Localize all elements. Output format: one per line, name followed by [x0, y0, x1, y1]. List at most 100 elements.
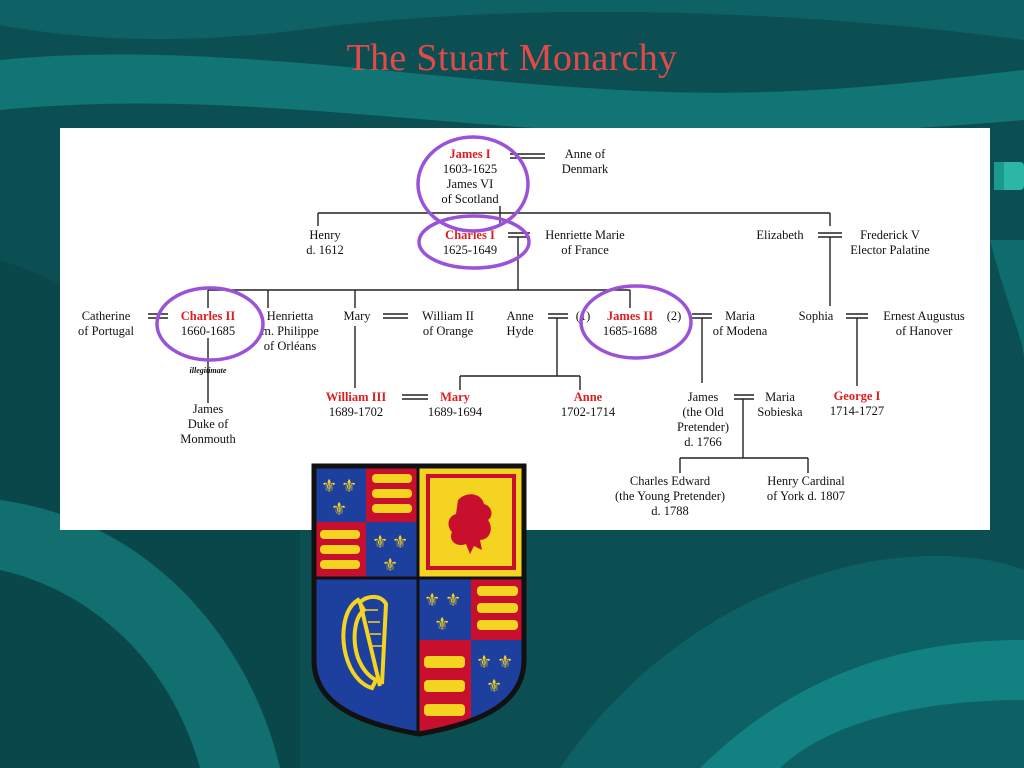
svg-text:⚜: ⚜ — [476, 652, 492, 673]
svg-text:Maria: Maria — [765, 390, 795, 404]
svg-text:1689-1694: 1689-1694 — [428, 405, 483, 419]
svg-text:Henriette Marie: Henriette Marie — [545, 228, 625, 242]
svg-text:of Portugal: of Portugal — [78, 324, 134, 338]
svg-text:illegitimate: illegitimate — [190, 366, 227, 375]
teal-tab-icon — [994, 162, 1024, 190]
highlight-circle-charles-ii — [155, 286, 265, 362]
svg-text:⚜: ⚜ — [445, 590, 461, 611]
node-william-iii: William III 1689-1702 — [326, 390, 387, 419]
highlight-circle-james-ii — [579, 284, 693, 360]
svg-text:William II: William II — [422, 309, 474, 323]
svg-text:William III: William III — [326, 390, 387, 404]
svg-text:⚜: ⚜ — [392, 532, 408, 553]
svg-text:(2): (2) — [667, 309, 682, 323]
svg-text:Maria: Maria — [725, 309, 755, 323]
svg-text:Elizabeth: Elizabeth — [756, 228, 804, 242]
node-henry: Henry d. 1612 — [306, 228, 344, 257]
svg-text:⚜: ⚜ — [486, 676, 502, 697]
svg-text:⚜: ⚜ — [321, 476, 337, 497]
svg-text:of France: of France — [561, 243, 609, 257]
svg-text:Ernest Augustus: Ernest Augustus — [883, 309, 965, 323]
svg-text:James II: James II — [607, 309, 653, 323]
svg-text:d. 1612: d. 1612 — [306, 243, 344, 257]
svg-text:Hyde: Hyde — [506, 324, 534, 338]
svg-text:Anne: Anne — [574, 390, 603, 404]
svg-text:(the Young Pretender): (the Young Pretender) — [615, 489, 725, 503]
node-catherine-of-portugal: Catherine of Portugal — [78, 309, 134, 338]
svg-text:Charles Edward: Charles Edward — [630, 474, 711, 488]
svg-text:m. Philippe: m. Philippe — [261, 324, 319, 338]
svg-text:1714-1727: 1714-1727 — [830, 404, 884, 418]
node-anne-of-denmark: Anne of Denmark — [562, 147, 609, 176]
svg-text:⚜: ⚜ — [331, 499, 347, 520]
svg-text:Mary: Mary — [343, 309, 371, 323]
svg-text:Pretender): Pretender) — [677, 420, 729, 434]
svg-text:⚜: ⚜ — [341, 476, 357, 497]
node-charles-ii: Charles II 1660-1685 — [181, 309, 236, 338]
svg-text:1685-1688: 1685-1688 — [603, 324, 657, 338]
svg-text:George I: George I — [834, 389, 881, 403]
svg-text:of Orléans: of Orléans — [264, 339, 317, 353]
svg-text:James VI: James VI — [447, 177, 494, 191]
node-maria-of-modena: Maria of Modena — [713, 309, 768, 338]
node-duke-of-monmouth: James Duke of Monmouth — [180, 402, 236, 446]
slide-title: The Stuart Monarchy — [346, 37, 678, 79]
svg-text:1603-1625: 1603-1625 — [443, 162, 497, 176]
svg-text:⚜: ⚜ — [424, 590, 440, 611]
svg-text:Duke of: Duke of — [188, 417, 229, 431]
svg-text:Sophia: Sophia — [799, 309, 834, 323]
svg-text:Denmark: Denmark — [562, 162, 609, 176]
svg-text:James: James — [193, 402, 224, 416]
node-sophia: Sophia — [799, 309, 834, 323]
svg-text:d. 1788: d. 1788 — [651, 504, 689, 518]
label-illegitimate: illegitimate — [190, 366, 227, 375]
svg-text:Sobieska: Sobieska — [757, 405, 803, 419]
svg-text:of Scotland: of Scotland — [441, 192, 499, 206]
svg-text:1689-1702: 1689-1702 — [329, 405, 383, 419]
node-mary-ii: Mary 1689-1694 — [428, 390, 483, 419]
svg-text:James I: James I — [449, 147, 490, 161]
svg-text:⚜: ⚜ — [382, 555, 398, 576]
svg-text:Monmouth: Monmouth — [180, 432, 236, 446]
node-james-ii: James II 1685-1688 (2) — [603, 309, 681, 338]
node-frederick-v: Frederick V Elector Palatine — [850, 228, 930, 257]
svg-text:of Modena: of Modena — [713, 324, 768, 338]
node-queen-anne: Anne 1702-1714 — [561, 390, 616, 419]
svg-text:James: James — [688, 390, 719, 404]
stuart-family-tree: James I 1603-1625 James VI of Scotland A… — [78, 135, 965, 518]
node-young-pretender: Charles Edward (the Young Pretender) d. … — [615, 474, 725, 518]
svg-text:Anne of: Anne of — [565, 147, 606, 161]
node-henrietta: Henrietta m. Philippe of Orléans — [261, 309, 319, 353]
svg-text:Catherine: Catherine — [82, 309, 131, 323]
svg-text:1660-1685: 1660-1685 — [181, 324, 235, 338]
node-elizabeth: Elizabeth — [756, 228, 804, 242]
node-mary-princess-royal: Mary — [343, 309, 371, 323]
svg-text:⚜: ⚜ — [434, 614, 450, 635]
svg-text:Charles II: Charles II — [181, 309, 236, 323]
node-george-i: George I 1714-1727 — [830, 389, 884, 418]
svg-text:Henrietta: Henrietta — [267, 309, 314, 323]
royal-stuart-coat-of-arms-icon: ⚜ ⚜ ⚜ ⚜ ⚜ ⚜ ⚜ ⚜ ⚜ ⚜ ⚜ ⚜ — [311, 463, 527, 737]
node-maria-sobieska: Maria Sobieska — [757, 390, 803, 419]
svg-text:(the Old: (the Old — [682, 405, 724, 419]
svg-text:of Hanover: of Hanover — [896, 324, 953, 338]
svg-text:Henry Cardinal: Henry Cardinal — [767, 474, 845, 488]
svg-text:1702-1714: 1702-1714 — [561, 405, 616, 419]
svg-text:of Orange: of Orange — [423, 324, 474, 338]
svg-text:⚜: ⚜ — [497, 652, 513, 673]
node-ernest-augustus: Ernest Augustus of Hanover — [883, 309, 965, 338]
highlight-circle-charles-i — [417, 214, 531, 270]
family-tree-panel: James I 1603-1625 James VI of Scotland A… — [60, 128, 990, 530]
node-william-ii-of-orange: William II of Orange — [422, 309, 474, 338]
node-henriette-marie: Henriette Marie of France — [545, 228, 625, 257]
highlight-circle-james-i — [416, 135, 530, 233]
svg-text:Henry: Henry — [309, 228, 341, 242]
svg-text:1625-1649: 1625-1649 — [443, 243, 497, 257]
svg-text:d. 1766: d. 1766 — [684, 435, 722, 449]
svg-text:of York d. 1807: of York d. 1807 — [767, 489, 845, 503]
svg-text:Frederick V: Frederick V — [860, 228, 920, 242]
node-james-i: James I 1603-1625 James VI of Scotland — [441, 147, 499, 206]
svg-text:Mary: Mary — [440, 390, 471, 404]
node-old-pretender: James (the Old Pretender) d. 1766 — [677, 390, 729, 449]
node-henry-cardinal: Henry Cardinal of York d. 1807 — [767, 474, 845, 503]
